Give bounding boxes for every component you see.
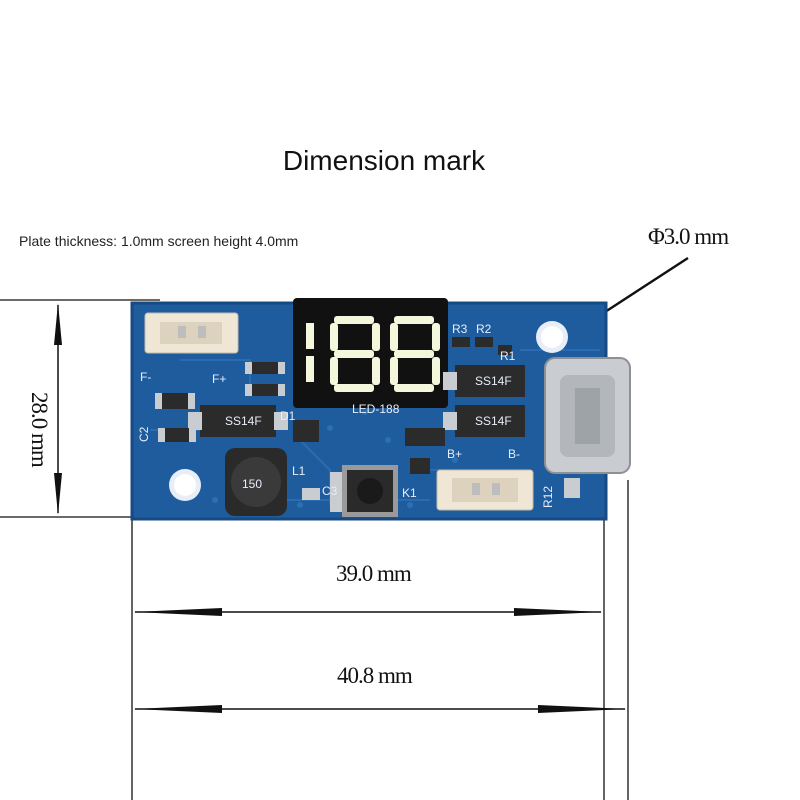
led-display <box>293 298 448 408</box>
silk-r12: R12 <box>541 486 555 508</box>
usb-c-port <box>544 357 631 474</box>
silk-c2: C2 <box>137 426 151 442</box>
silk-r1: R1 <box>500 349 516 363</box>
fan-connector <box>144 312 239 354</box>
silk-f-minus: F- <box>140 370 151 384</box>
hole-spacing-label: 39.0 mm <box>336 561 412 586</box>
diode-right-bottom: SS14F <box>443 405 525 437</box>
display-label: LED-188 <box>352 402 400 416</box>
height-arrow <box>54 303 62 515</box>
silk-r2: R2 <box>476 322 492 336</box>
mounting-hole-left <box>169 469 201 501</box>
board-height-label: 28.0 mm <box>27 392 52 467</box>
hole-spacing-arrow <box>133 608 603 616</box>
spec-line: Plate thickness: 1.0mm screen height 4.0… <box>19 233 299 249</box>
diode-left: SS14F <box>188 405 288 437</box>
silk-d1: D1 <box>280 409 296 423</box>
silk-c3: C3 <box>322 484 338 498</box>
silk-b-minus: B- <box>508 447 520 461</box>
diode-left-marking: SS14F <box>225 414 262 428</box>
silk-k1: K1 <box>402 486 417 500</box>
inductor-marking: 150 <box>242 477 262 491</box>
silk-r3: R3 <box>452 322 468 336</box>
silk-l1: L1 <box>292 464 306 478</box>
hole-diameter-label: Φ3.0 mm <box>648 224 729 249</box>
tactile-button <box>342 465 398 517</box>
mounting-hole-right <box>536 321 568 353</box>
silk-b-plus: B+ <box>447 447 462 461</box>
silk-f-plus: F+ <box>212 372 226 386</box>
inductor: 150 <box>225 448 287 516</box>
diode-right-top-marking: SS14F <box>475 374 512 388</box>
diode-right-bottom-marking: SS14F <box>475 414 512 428</box>
diode-right-top: SS14F <box>443 365 525 397</box>
battery-connector <box>436 469 534 511</box>
smd-components <box>155 337 580 512</box>
board-width-arrow <box>133 705 627 713</box>
figure-title: Dimension mark <box>282 145 486 176</box>
board-width-label: 40.8 mm <box>337 663 413 688</box>
dimension-guides <box>0 256 689 800</box>
